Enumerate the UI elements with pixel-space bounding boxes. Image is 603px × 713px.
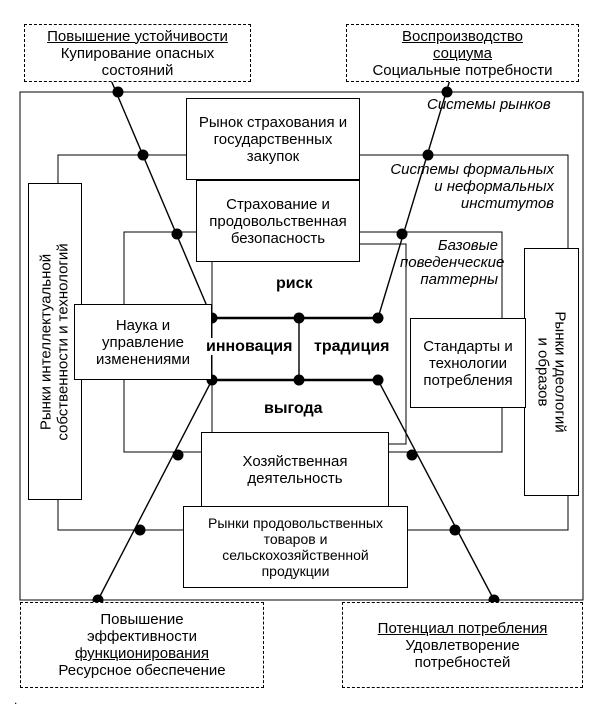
economic-1: Хозяйственная (242, 452, 348, 470)
core-tradition: традиция (312, 338, 392, 355)
ideology-market-1: Рынки идеологий (551, 311, 569, 433)
node (171, 228, 183, 240)
box-standards: Стандарты и технологии потребления (410, 318, 526, 408)
corner-bottom-right-line1: Удовлетворение (405, 636, 520, 654)
node (112, 86, 124, 98)
diagonal-bottom-left (97, 379, 213, 601)
label-institutions: Системы формальных и неформальных инстит… (352, 161, 554, 212)
footnote: . (14, 693, 18, 707)
node (293, 374, 305, 386)
corner-top-left: Повышение устойчивости Купирование опасн… (24, 24, 251, 82)
corner-top-right-title-1: Воспроизводство (402, 27, 523, 45)
corner-bottom-right: Потенциал потребления Удовлетворение пот… (342, 602, 583, 688)
insurance-market-1: Рынок страхования и (198, 113, 348, 131)
box-ideology-market: Рынки идеологий и образов (524, 248, 579, 496)
node (172, 449, 184, 461)
corner-top-right-title-2: социума (433, 44, 492, 62)
corner-bottom-right-line2: потребностей (414, 653, 511, 671)
corner-top-left-title: Повышение устойчивости (47, 27, 228, 45)
box-economic: Хозяйственная деятельность (201, 432, 389, 507)
corner-top-right: Воспроизводство социума Социальные потре… (346, 24, 579, 82)
diagonal-bottom-right (377, 379, 495, 601)
core-benefit: выгода (264, 400, 323, 417)
node (396, 228, 408, 240)
corner-bottom-left-line3: функционирования (74, 645, 210, 662)
standards-2: технологии (428, 354, 507, 372)
insurance-food-3: безопасность (230, 229, 326, 247)
corner-top-right-line1: Социальные потребности (372, 61, 553, 79)
node (441, 86, 453, 98)
food-market-4: продукции (261, 563, 330, 579)
label-patterns: Базовые поведенческие паттерны (400, 237, 505, 288)
label-institutions-1: Системы формальных (390, 161, 554, 178)
food-market-3: сельскохозяйственной (222, 547, 369, 563)
label-institutions-2: и неформальных (434, 178, 554, 195)
box-insurance-food: Страхование и продовольственная безопасн… (196, 180, 360, 262)
node (406, 449, 418, 461)
corner-bottom-left-line1: Повышение (100, 611, 184, 628)
label-institutions-3: институтов (460, 195, 554, 212)
science-1: Наука и (115, 316, 171, 334)
corner-bottom-left-line4: Ресурсное обеспечение (58, 662, 226, 679)
box-science: Наука и управление изменениями (74, 304, 212, 380)
box-insurance-market: Рынок страхования и государственных заку… (186, 98, 360, 180)
ideology-market-2: и образов (534, 337, 552, 407)
corner-bottom-right-title: Потенциал потребления (377, 619, 548, 637)
label-patterns-1: Базовые (437, 237, 498, 254)
core-risk: риск (276, 275, 313, 292)
diagonal-top-right (377, 72, 453, 319)
node (293, 312, 305, 324)
node (372, 374, 384, 386)
corner-bottom-left-line2: эффективности (86, 628, 197, 645)
insurance-market-3: закупок (246, 147, 300, 165)
node (137, 149, 149, 161)
economic-2: деятельность (247, 469, 343, 487)
food-market-1: Рынки продовольственных (208, 515, 383, 531)
node (134, 524, 146, 536)
science-2: управление (101, 333, 185, 351)
markets-frame (19, 91, 584, 601)
ip-market-text: Рынки интеллектуальной собственности и т… (38, 243, 72, 440)
ip-market-1: Рынки интеллектуальной (38, 253, 56, 430)
food-market-2: товаров и (263, 531, 328, 547)
label-patterns-2: поведенческие (400, 254, 505, 271)
node (422, 149, 434, 161)
corner-bottom-left: Повышение эффективности функционирования… (20, 602, 264, 688)
insurance-market-2: государственных (213, 130, 333, 148)
label-patterns-3: паттерны (420, 271, 498, 288)
insurance-food-2: продовольственная (209, 212, 347, 230)
corner-top-left-line2: состояний (101, 61, 174, 79)
standards-3: потребления (423, 371, 513, 389)
standards-1: Стандарты и (423, 337, 513, 355)
insurance-food-1: Страхование и (226, 195, 330, 213)
core-innovation: инновация (204, 338, 295, 355)
node (449, 524, 461, 536)
diagonal-top-left (107, 72, 213, 319)
label-markets: Системы рынков (427, 96, 551, 113)
ideology-market-text: Рынки идеологий и образов (535, 311, 569, 432)
node (372, 312, 384, 324)
ip-market-2: собственности и технологий (55, 242, 73, 441)
science-3: изменениями (95, 350, 190, 368)
box-food-market: Рынки продовольственных товаров и сельск… (183, 506, 408, 588)
corner-top-left-line1: Купирование опасных (60, 44, 215, 62)
